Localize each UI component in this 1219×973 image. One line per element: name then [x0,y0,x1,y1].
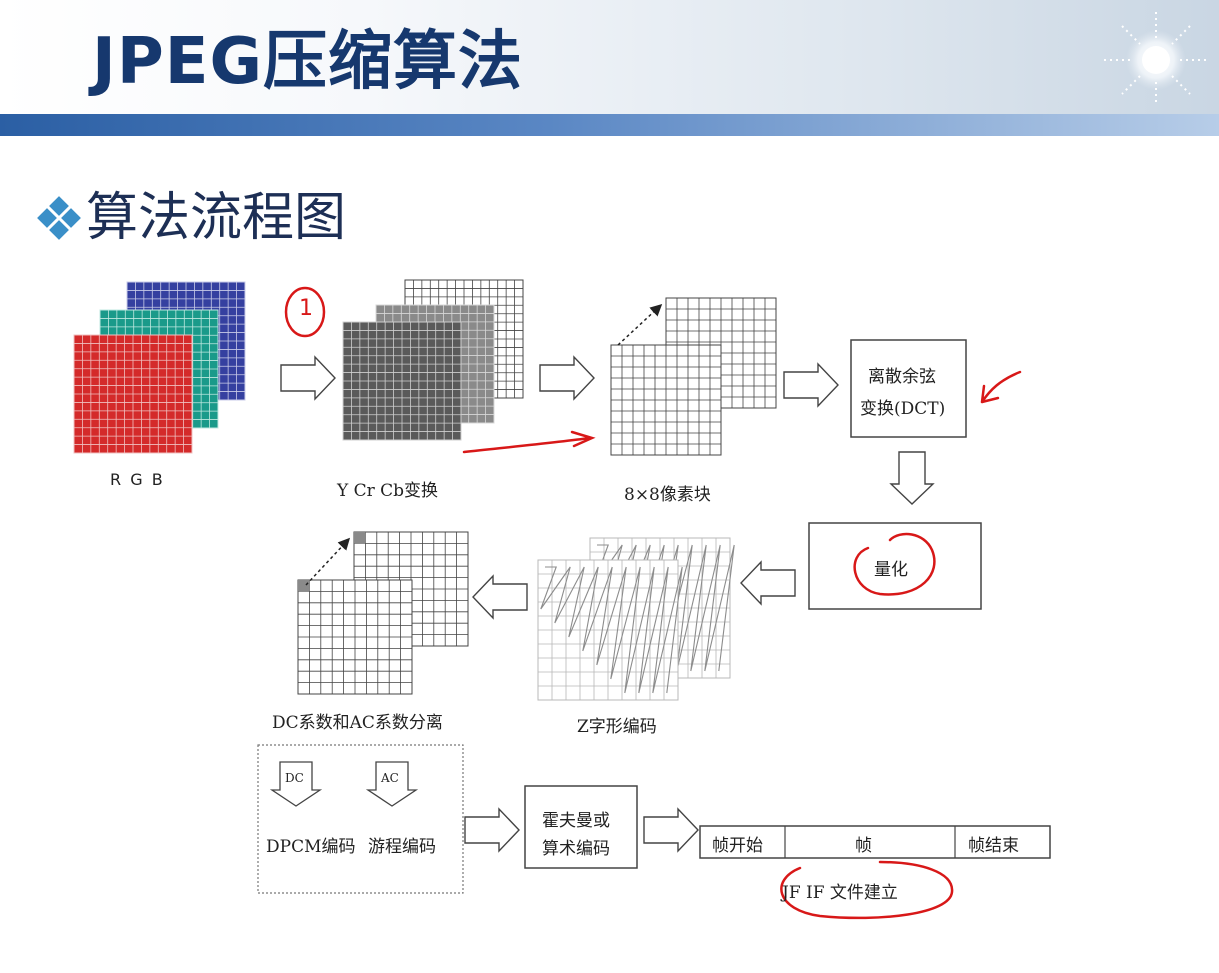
annotation-dct-arrow [980,370,1022,404]
frame-label: 帧 [855,836,872,856]
slide-title: JPEG压缩算法 [92,25,523,99]
ac-tag: AC [381,771,399,785]
arrow-huffman-to-frame [643,807,699,853]
pixel-planes [73,279,777,701]
block-8x8-front [610,344,722,456]
dc-tag-arrow [269,761,323,807]
quant-label: 量化 [874,560,908,580]
dc-cell-back [354,532,366,544]
annotation-circle-1 [284,286,326,338]
annotation-underline-arrow [462,430,596,454]
zigzag-block-front [537,559,683,701]
subtitle-text: 算法流程图 [86,188,347,248]
dct-label-line2: 变换(DCT) [860,399,946,419]
dcac-label: DC系数和AC系数分离 [272,713,443,733]
ac-tag-arrow [365,761,419,807]
frame-start-label: 帧开始 [712,836,763,856]
huffman-label-line1: 霍夫曼或 [542,811,610,831]
huffman-box [524,785,638,869]
rgb-label: R G B [110,470,165,489]
annotation-jfif-circle [780,860,954,920]
ycc-plane-front [342,321,462,441]
entropy-group-box [257,744,464,894]
ycc-label: Y Cr Cb变换 [337,481,439,501]
dc-tag: DC [285,771,304,785]
annotation-quant-circle [853,532,936,596]
flow-arrows [280,355,935,853]
frame-end-label: 帧结束 [968,836,1019,856]
jfif-label: JF IF 文件建立 [782,883,898,903]
rle-label: 游程编码 [368,837,436,857]
zigzag-block-front-path [540,566,683,694]
zigzag-label: Z字形编码 [577,717,657,737]
arrow-block-to-dct [783,362,839,408]
red-annotations [284,286,1022,920]
sun-decoration-icon [1104,12,1208,106]
dc-cell-front [298,580,310,592]
dcac-dotted-arrow [305,537,351,586]
arrow-dct-to-quant [889,451,935,505]
huffman-label-line2: 算术编码 [542,839,610,859]
annotation-number: 1 [299,296,313,321]
block-label: 8×8像素块 [624,485,711,505]
rgb-red-plane [73,334,193,454]
arrow-ycc-to-block [539,355,595,401]
header-band [0,114,1219,136]
frame-bar [699,825,1051,859]
dpcm-label: DPCM编码 [266,837,356,857]
block-dotted-arrow [617,303,663,346]
dcac-block-front [297,579,413,695]
dct-label-line1: 离散余弦 [868,367,936,387]
arrow-zigzag-to-dcac [472,574,528,620]
arrow-quant-to-zigzag [740,560,796,606]
subtitle-row: 算法流程图 [37,186,347,250]
arrow-rgb-to-ycc [280,355,336,401]
arrow-group-to-huffman [464,807,520,853]
slide-header [0,0,1219,114]
dct-box [850,339,967,438]
